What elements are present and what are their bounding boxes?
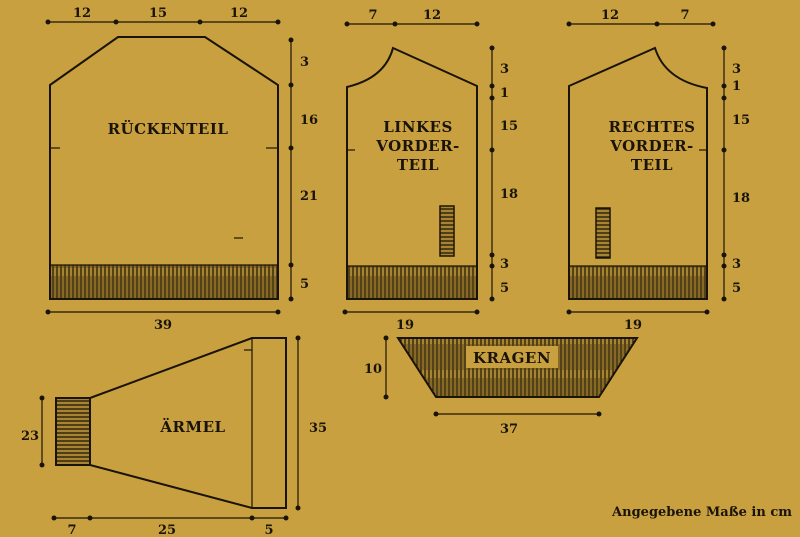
right-front-dim-width: 19: [624, 318, 642, 333]
sleeve-title: ÄRMEL: [159, 417, 225, 436]
right-front-dim-top-b: 7: [680, 8, 689, 23]
back-dim-width: 39: [154, 318, 172, 333]
back-dim-h2: 16: [300, 113, 318, 128]
collar-dim-height: 10: [364, 362, 382, 377]
right-front-piece: RECHTES VORDER- TEIL 12 7 19 3 1 15 18 3…: [566, 8, 750, 333]
back-title: RÜCKENTEIL: [108, 119, 229, 138]
sleeve-piece: ÄRMEL 23 35 7 25 5: [21, 335, 327, 537]
back-dim-top-right: 12: [230, 6, 248, 21]
right-front-dim-h1: 3: [732, 62, 741, 77]
left-front-outline: [346, 46, 478, 300]
right-front-title-1: RECHTES: [609, 118, 696, 136]
units-note: Angegebene Maße in cm: [611, 505, 792, 520]
right-front-dim-h3: 15: [732, 113, 750, 128]
right-front-ribbing: [569, 266, 707, 299]
back-piece: RÜCKENTEIL 12 15 12 39 3 16 21 5: [45, 6, 318, 333]
left-front-dim-h4: 18: [500, 187, 518, 202]
left-front-title-2: VORDER-: [375, 137, 460, 155]
collar-label-bg: [466, 346, 558, 368]
sleeve-dim-b3: 5: [264, 523, 273, 537]
back-outline: [49, 36, 279, 300]
left-front-dim-h1: 3: [500, 62, 509, 77]
right-front-title-3: TEIL: [631, 156, 673, 174]
left-front-dim-h3: 15: [500, 119, 518, 134]
back-dim-top-mid: 15: [149, 6, 167, 21]
sleeve-dim-b1: 7: [67, 523, 76, 537]
back-dim-h1: 3: [300, 55, 309, 70]
left-front-dim-width: 19: [396, 318, 414, 333]
left-front-title-3: TEIL: [397, 156, 439, 174]
right-front-outline: [568, 46, 708, 300]
back-dim-top-left: 12: [73, 6, 91, 21]
sleeve-dim-b2: 25: [158, 523, 176, 537]
collar-piece: KRAGEN 10 37: [364, 335, 639, 437]
right-front-pocket: [595, 207, 611, 259]
right-front-dim-h2: 1: [732, 79, 741, 94]
left-front-piece: LINKES VORDER- TEIL 7 12 19 3 1 15 18 3 …: [342, 8, 518, 333]
left-front-dim-h2: 1: [500, 86, 509, 101]
left-front-dim-h6: 5: [500, 281, 509, 296]
right-front-dim-h5: 3: [732, 257, 741, 272]
sleeve-dim-left-h: 23: [21, 429, 39, 444]
back-dim-h4: 5: [300, 277, 309, 292]
left-front-title-1: LINKES: [383, 118, 453, 136]
sleeve-cuff: [55, 397, 91, 466]
left-front-pocket: [439, 205, 455, 257]
collar-title: KRAGEN: [473, 349, 551, 367]
left-front-dim-h5: 3: [500, 257, 509, 272]
left-front-ribbing: [347, 266, 477, 299]
right-front-dim-h4: 18: [732, 191, 750, 206]
right-front-dim-top-a: 12: [601, 8, 619, 23]
collar-dim-width: 37: [500, 422, 518, 437]
back-ribbing: [50, 265, 278, 299]
right-front-title-2: VORDER-: [609, 137, 694, 155]
left-front-dim-top-a: 7: [368, 8, 377, 23]
back-dim-h3: 21: [300, 189, 318, 204]
sleeve-dim-right-h: 35: [309, 421, 327, 436]
right-front-dim-h6: 5: [732, 281, 741, 296]
left-front-dim-top-b: 12: [423, 8, 441, 23]
